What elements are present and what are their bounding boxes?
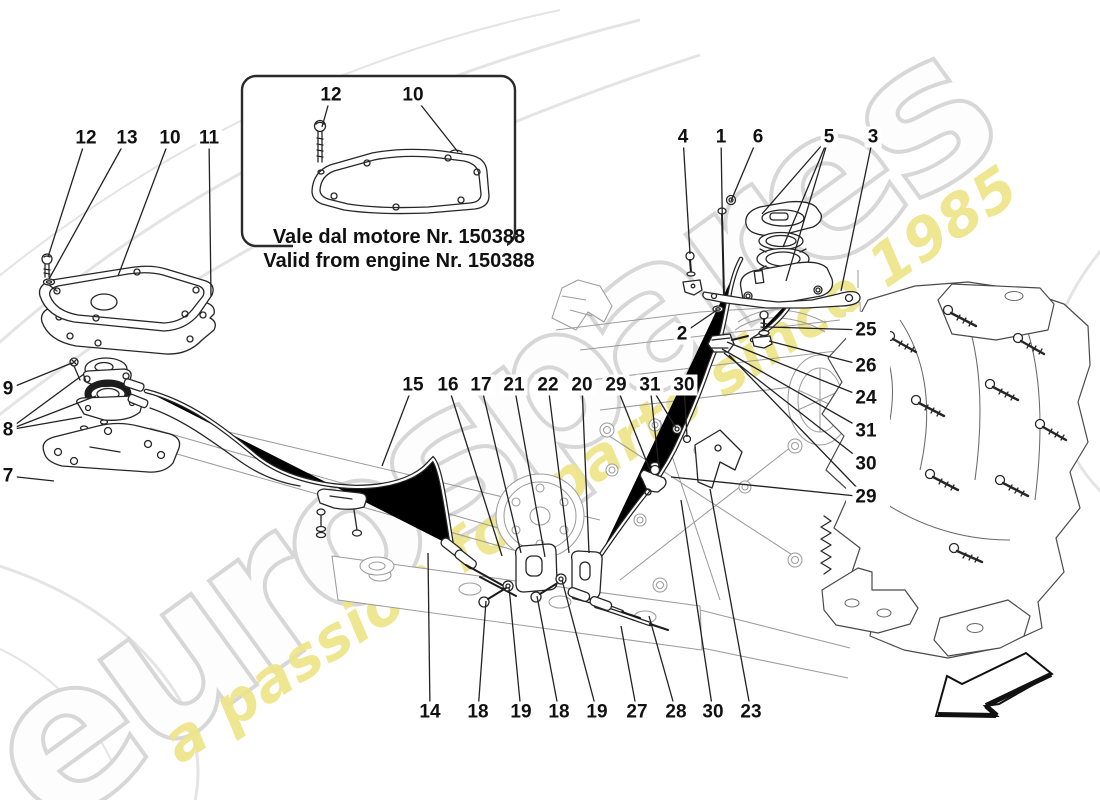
leader-line-3 [840,136,874,292]
leader-line-26 [768,340,867,367]
leader-line-9 [7,362,73,390]
leader-line-1 [720,136,724,261]
leader-line-22 [547,384,570,554]
callout-label-21-24: 21 [500,374,528,396]
callout-label-13-1: 13 [113,127,141,149]
callout-label-4-9: 4 [674,126,692,148]
gearbox-screws [884,304,1068,564]
callout-label-30-29: 30 [670,374,698,396]
callout-label-17-23: 17 [467,374,495,396]
callout-label-27-35: 27 [623,701,651,723]
callout-label-29-20: 29 [852,486,880,508]
callout-column-panel [846,312,890,512]
callout-label-18-33: 18 [545,701,573,723]
coiled-hose [820,515,832,575]
leader-line-31 [649,384,660,469]
cable-clamp-assembly [315,488,368,539]
callout-label-22-25: 22 [534,374,562,396]
leader-line-10 [117,137,171,277]
leader-line-8 [7,416,83,431]
callout-label-24-17: 24 [852,387,880,409]
chassis-frame-drawing [149,279,851,679]
callout-label-12-7: 12 [317,84,345,106]
callout-label-31-18: 31 [852,420,880,442]
callout-label-3-13: 3 [864,126,882,148]
callout-label-9-4: 9 [0,378,17,400]
leader-line-28 [648,615,677,713]
callout-label-15-21: 15 [399,374,427,396]
leader-line-14 [427,552,431,713]
callout-label-1-10: 1 [712,126,730,148]
leader-line-11 [208,137,212,297]
leader-line-17 [480,384,522,554]
leader-line-23 [709,488,752,713]
callout-label-11-3: 11 [195,127,223,149]
leader-line-12 [47,137,87,258]
leader-line-16 [447,384,503,557]
callout-label-23-38: 23 [737,701,765,723]
leader-line-20 [581,384,590,554]
callout-label-29-27: 29 [602,374,630,396]
leader-line-30 [723,352,867,465]
leader-line-25 [767,326,867,331]
callout-label-31-28: 31 [636,374,664,396]
callout-label-14-30: 14 [416,701,444,723]
callout-label-20-26: 20 [568,374,596,396]
leader-line-4 [682,136,691,255]
leader-line-8 [7,373,85,431]
callout-label-10-2: 10 [156,127,184,149]
leader-line-31 [721,348,867,432]
callout-label-28-36: 28 [662,701,690,723]
leader-line-5 [761,136,830,215]
callout-label-18-31: 18 [464,701,492,723]
callout-label-16-22: 16 [434,374,462,396]
callout-label-7-6: 7 [0,465,17,487]
leader-line-6 [730,136,759,202]
callout-label-8-5: 8 [0,419,17,441]
leader-line-29 [670,476,867,498]
leader-line-19 [561,579,598,713]
leader-line-18 [536,595,560,713]
callout-label-6-11: 6 [749,126,767,148]
inset-plate-drawing [311,119,490,215]
leader-line-19 [508,586,522,713]
leader-line-29 [615,384,651,471]
leader-line-18 [477,600,487,713]
leader-lines [7,94,874,713]
callout-label-25-15: 25 [852,319,880,341]
leader-line-5 [782,136,830,248]
inset-note-line1: Vale dal motore Nr. 150388 [273,226,525,248]
direction-arrow [934,651,1054,718]
callout-label-12-0: 12 [72,127,100,149]
callout-label-30-37: 30 [699,701,727,723]
leader-line-8 [7,395,97,431]
callout-label-30-19: 30 [852,453,880,475]
leader-line-5 [785,136,830,282]
note-text-backing [293,222,507,274]
cable-end-fittings [440,537,613,611]
callout-label-2-14: 2 [673,323,691,345]
callout-label-26-16: 26 [852,355,880,377]
leader-line-13 [48,137,128,280]
handbrake-actuator [42,357,181,473]
leader-line-27 [620,625,638,713]
callout-label-10-8: 10 [399,84,427,106]
inset-box: Vale dal motore Nr. 150388 Valid from en… [240,74,535,274]
callout-label-5-12: 5 [820,126,838,148]
leader-line-30 [680,499,714,713]
support-bracket [694,429,743,489]
cover-screw-and-washer [41,253,58,292]
leader-line-15 [381,384,414,467]
callout-label-19-34: 19 [583,701,611,723]
leader-line-24 [726,341,867,399]
leader-line-29 [728,354,867,498]
callout-label-19-32: 19 [507,701,535,723]
leader-line-21 [513,384,546,558]
cable-junctions [639,305,773,496]
gearbox-cover-plates [38,253,216,355]
inset-note-line2: Valid from engine Nr. 150388 [263,250,534,272]
